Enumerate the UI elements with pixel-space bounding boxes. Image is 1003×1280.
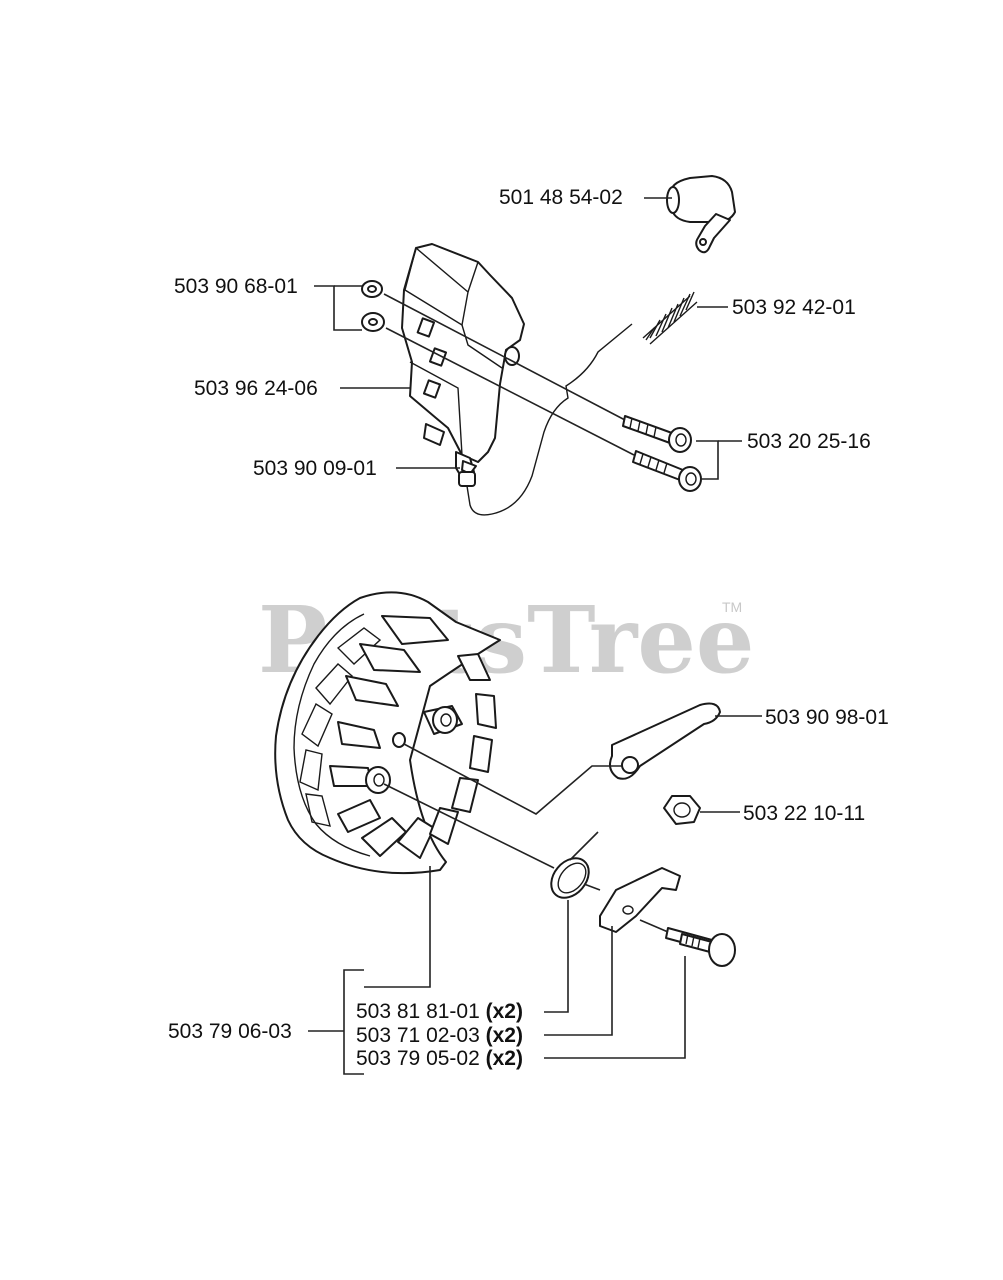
washer-upper bbox=[361, 280, 383, 298]
label-pawl: 503 71 02-03 (x2) bbox=[356, 1024, 523, 1047]
label-ignition-module: 503 96 24-06 bbox=[194, 377, 318, 400]
cable-end bbox=[458, 323, 633, 516]
lower-leader-lines bbox=[308, 715, 762, 1075]
label-washers: 503 90 68-01 bbox=[174, 275, 298, 298]
pawl-pin bbox=[665, 927, 736, 967]
watermark-trademark: TM bbox=[722, 599, 742, 615]
label-cable-end: 503 90 09-01 bbox=[253, 457, 377, 480]
label-screws: 503 20 25-16 bbox=[747, 430, 871, 453]
washer-lower bbox=[361, 312, 385, 332]
label-flywheel-assembly: 503 79 06-03 bbox=[168, 1020, 292, 1043]
upper-axis-lines bbox=[383, 293, 635, 456]
pin-part: 503 79 05-02 bbox=[356, 1047, 480, 1070]
pawl bbox=[599, 867, 681, 933]
spring-ring bbox=[550, 857, 590, 899]
screw-lower bbox=[632, 450, 702, 492]
spring-part bbox=[642, 291, 698, 345]
flywheel-arm bbox=[609, 702, 721, 780]
label-ignition-lead-cap: 501 48 54-02 bbox=[499, 186, 623, 209]
ignition-module bbox=[401, 243, 525, 479]
upper-leader-lines bbox=[314, 197, 742, 480]
pawl-qty: (x2) bbox=[486, 1024, 523, 1047]
label-arm: 503 90 98-01 bbox=[765, 706, 889, 729]
label-nut: 503 22 10-11 bbox=[743, 802, 865, 825]
pin-qty: (x2) bbox=[486, 1047, 523, 1070]
lower-axis-lines bbox=[383, 743, 669, 933]
label-spring-pawl: 503 81 81-01 (x2) bbox=[356, 1000, 523, 1023]
pawl-part: 503 71 02-03 bbox=[356, 1024, 480, 1047]
spring-pawl-qty: (x2) bbox=[486, 1000, 523, 1023]
screw-upper bbox=[622, 415, 692, 453]
hex-nut bbox=[663, 795, 701, 825]
ignition-lead-cap bbox=[666, 175, 736, 254]
flywheel bbox=[274, 591, 501, 875]
label-pin: 503 79 05-02 (x2) bbox=[356, 1047, 523, 1070]
spring-pawl-part: 503 81 81-01 bbox=[356, 1000, 480, 1023]
label-spring: 503 92 42-01 bbox=[732, 296, 856, 319]
